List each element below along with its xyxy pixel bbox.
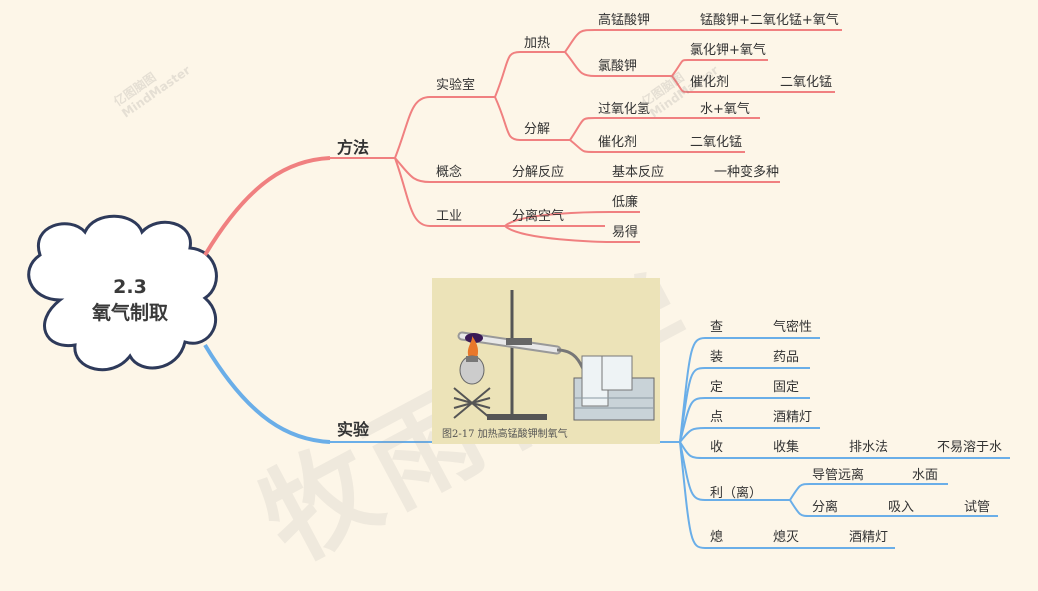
node-concept-2[interactable]: 基本反应 <box>612 165 665 180</box>
root-cloud-shape <box>27 214 218 372</box>
step-remove-sub2b[interactable]: 吸入 <box>888 500 915 515</box>
node-concept-1[interactable]: 分解反应 <box>512 165 565 180</box>
method-lines <box>203 29 842 257</box>
node-kmno4-product[interactable]: 锰酸钾+二氧化锰+氧气 <box>700 13 839 28</box>
step-remove-sub2[interactable]: 分离 <box>812 500 839 515</box>
lab-image-caption: 图2-17 加热高锰酸钾制氧气 <box>442 429 568 440</box>
node-kclo3-catalyst[interactable]: 催化剂 <box>690 75 730 90</box>
root-topic[interactable]: 2.3 氧气制取 <box>60 274 200 326</box>
node-concept[interactable]: 概念 <box>436 165 463 180</box>
step-fix-value[interactable]: 固定 <box>773 380 800 395</box>
node-decompose[interactable]: 分解 <box>524 122 551 137</box>
step-light-value[interactable]: 酒精灯 <box>773 410 813 425</box>
node-industry-adv-1[interactable]: 低廉 <box>612 195 639 210</box>
branch-experiment[interactable]: 实验 <box>337 420 370 439</box>
step-extinguish[interactable]: 熄 <box>710 530 724 545</box>
step-remove[interactable]: 利（离） <box>710 486 763 501</box>
step-light[interactable]: 点 <box>710 410 724 425</box>
step-load-value[interactable]: 药品 <box>773 350 800 365</box>
root-line-1: 2.3 <box>113 276 147 298</box>
lab-apparatus-image: 图2-17 加热高锰酸钾制氧气 <box>432 278 660 444</box>
root-line-2: 氧气制取 <box>91 302 168 324</box>
node-industry[interactable]: 工业 <box>436 209 463 224</box>
step-remove-sub1[interactable]: 导管远离 <box>812 468 865 483</box>
step-check[interactable]: 查 <box>710 320 724 335</box>
step-collect[interactable]: 收 <box>710 440 724 455</box>
step-remove-sub1b[interactable]: 水面 <box>912 468 939 483</box>
step-load[interactable]: 装 <box>710 350 724 365</box>
node-kclo3-catalyst-value[interactable]: 二氧化锰 <box>780 75 833 90</box>
step-extinguish-value[interactable]: 熄灭 <box>773 530 800 545</box>
node-lab[interactable]: 实验室 <box>436 78 476 93</box>
mind-map-lines <box>27 29 1010 549</box>
node-h2o2-product[interactable]: 水+氧气 <box>700 102 750 117</box>
step-collect-method[interactable]: 排水法 <box>849 440 889 455</box>
node-industry-adv-2[interactable]: 易得 <box>612 225 639 240</box>
node-h2o2[interactable]: 过氧化氢 <box>598 102 651 117</box>
step-check-value[interactable]: 气密性 <box>773 320 813 335</box>
node-kclo3[interactable]: 氯酸钾 <box>598 59 638 74</box>
node-kclo3-product[interactable]: 氯化钾+氧气 <box>690 43 766 58</box>
step-extinguish-target[interactable]: 酒精灯 <box>849 530 889 545</box>
node-industry-method[interactable]: 分离空气 <box>512 209 565 224</box>
node-decompose-catalyst[interactable]: 催化剂 <box>598 135 638 150</box>
node-decompose-catalyst-value[interactable]: 二氧化锰 <box>690 135 743 150</box>
node-heat[interactable]: 加热 <box>524 36 551 51</box>
lab-apparatus-illustration <box>453 290 655 421</box>
step-fix[interactable]: 定 <box>710 380 724 395</box>
node-kmno4[interactable]: 高锰酸钾 <box>598 13 651 28</box>
step-collect-reason[interactable]: 不易溶于水 <box>937 440 1003 455</box>
branch-method[interactable]: 方法 <box>337 138 370 157</box>
node-concept-3[interactable]: 一种变多种 <box>714 165 780 180</box>
step-collect-value[interactable]: 收集 <box>773 440 800 455</box>
step-remove-sub2c[interactable]: 试管 <box>964 500 991 515</box>
